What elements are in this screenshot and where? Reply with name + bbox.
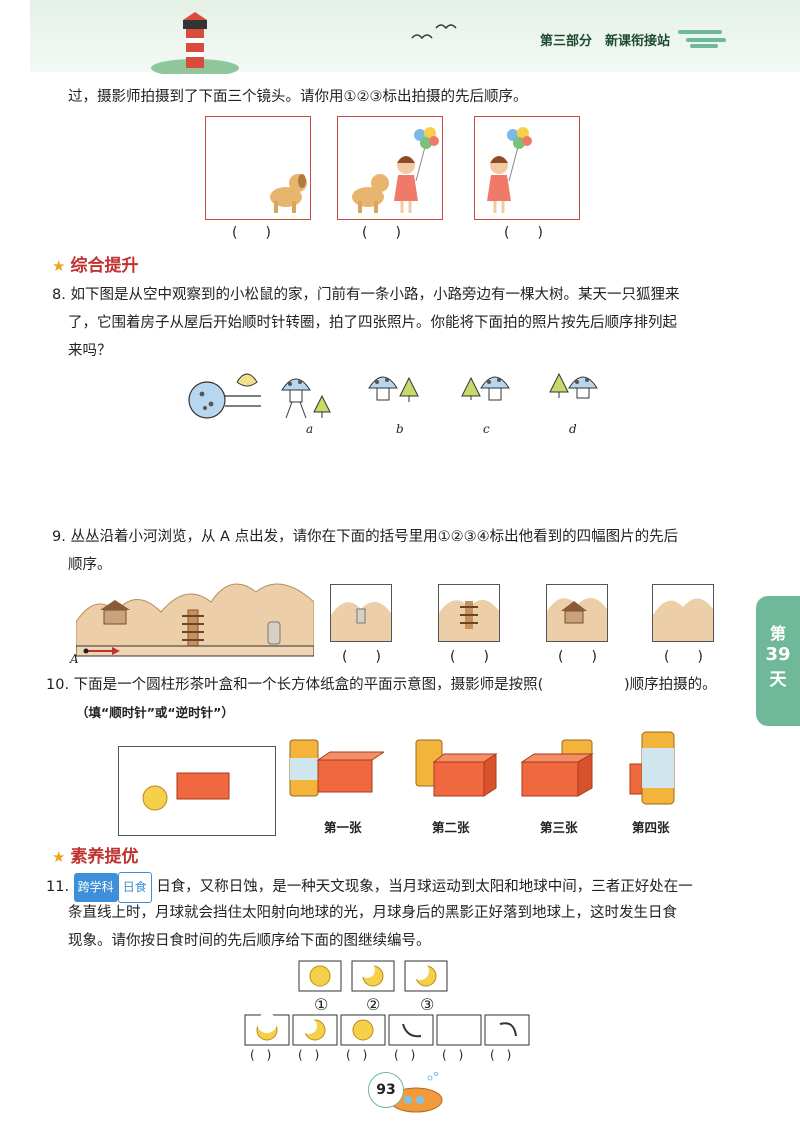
q10-photo-2 <box>415 739 498 797</box>
header-section: 第三部分 <box>540 34 593 49</box>
q9-photo-2 <box>438 584 500 642</box>
eclipse-mark-3: ③ <box>420 995 435 1014</box>
header-deco-icon <box>678 30 726 48</box>
q10-photo-3 <box>520 739 594 797</box>
dog-icon <box>270 174 307 213</box>
q7-answer-1[interactable]: ( ) <box>232 225 271 241</box>
q9-answer-3[interactable]: ( ) <box>558 649 597 665</box>
q8-label-d: d <box>569 422 577 436</box>
q11-answer-2[interactable]: ( ) <box>298 1048 320 1062</box>
q9-line-2: 顺序。 <box>68 557 112 573</box>
q11-answer-4[interactable]: ( ) <box>394 1048 416 1062</box>
q10-line-1a: 10. 下面是一个圆柱形茶叶盒和一个长方体纸盒的平面示意图，摄影师是按照( <box>46 677 544 693</box>
q10-line-1b: )顺序拍摄的。 <box>624 677 717 693</box>
day-side-tab: 第 39 天 <box>756 596 800 726</box>
star-icon: ★ <box>52 257 66 275</box>
lighthouse-icon <box>151 12 239 74</box>
section-title-2: ★ 素养提优 <box>52 847 139 867</box>
girl-balloons-icon <box>487 127 532 213</box>
q10-photo-1 <box>289 739 384 797</box>
header-title: 新课衔接站 <box>605 34 671 49</box>
q10-caption-4: 第四张 <box>632 820 670 835</box>
q9-photo-4 <box>652 584 714 642</box>
girl-dog-icon <box>352 127 439 213</box>
q7-photo-1 <box>205 116 311 220</box>
q11-answer-3[interactable]: ( ) <box>346 1048 368 1062</box>
section-title-1: ★ 综合提升 <box>52 256 139 276</box>
q10-caption-2: 第二张 <box>432 820 470 835</box>
eclipse-top-row <box>298 960 448 992</box>
q8-label-a: a <box>306 422 314 436</box>
q10-line-2: （填“顺时针”或“逆时针”） <box>76 705 234 720</box>
eclipse-bottom-row <box>244 1014 530 1046</box>
mountain-pavilion-icon <box>547 597 607 641</box>
aerial-view-icon <box>188 373 261 419</box>
q9-photo-1 <box>330 584 392 642</box>
q9-answer-1[interactable]: ( ) <box>342 649 381 665</box>
q9-answer-4[interactable]: ( ) <box>664 649 703 665</box>
photo-b-icon <box>368 376 419 402</box>
mountain-pagoda-icon <box>439 599 499 641</box>
birds-icon <box>411 24 457 40</box>
river-panorama <box>76 583 314 657</box>
q7-text: 过，摄影师拍摄到了下面三个镜头。请你用①②③标出拍摄的先后顺序。 <box>68 89 528 105</box>
q10-plan-view <box>118 746 276 836</box>
q8-line-2: 了，它围着房子从屋后开始顺时针转圈，拍了四张照片。你能将下面拍的照片按先后顺序排… <box>68 315 677 331</box>
page-number: 93 <box>368 1072 404 1108</box>
mountain-icon <box>653 598 713 641</box>
q10-caption-1: 第一张 <box>324 820 362 835</box>
q8-label-b: b <box>396 422 404 436</box>
mountain-stele-icon <box>331 601 391 641</box>
q7-answer-3[interactable]: ( ) <box>504 225 543 241</box>
q10-caption-3: 第三张 <box>540 820 578 835</box>
q8-line-1: 8. 如下图是从空中观察到的小松鼠的家，门前有一条小路，小路旁边有一棵大树。某天… <box>52 287 680 303</box>
q9-line-1: 9. 丛丛沿着小河浏览，从 A 点出发，请你在下面的括号里用①②③④标出他看到的… <box>52 529 679 545</box>
q8-label-c: c <box>483 422 490 436</box>
q11-answer-6[interactable]: ( ) <box>490 1048 512 1062</box>
photo-d-icon <box>549 372 598 399</box>
plan-view-icon <box>142 772 230 811</box>
q8-figures <box>188 372 598 419</box>
q7-answer-2[interactable]: ( ) <box>362 225 401 241</box>
tag-interdisciplinary: 跨学科 <box>73 873 118 902</box>
q8-line-3: 来吗？ <box>68 343 112 359</box>
photo-a-icon <box>281 378 331 419</box>
q11-line-1: 11. 跨学科日食 日食，又称日蚀，是一种天文现象，当月球运动到太阳和地球中间，… <box>46 872 693 903</box>
q7-photo-2 <box>337 116 443 220</box>
q9-point-a: A <box>70 652 79 666</box>
q11-answer-1[interactable]: ( ) <box>250 1048 272 1062</box>
eclipse-mark-1: ① <box>314 995 329 1014</box>
q11-line-2: 条直线上时，月球就会挡住太阳射向地球的光，月球身后的黑影正好落到地球上，这时发生… <box>68 905 677 921</box>
star-icon: ★ <box>52 848 66 866</box>
q7-photo-3 <box>474 116 580 220</box>
q9-photo-3 <box>546 584 608 642</box>
photo-c-icon <box>461 376 510 401</box>
q10-photo-4 <box>629 731 675 805</box>
q11-line-3: 现象。请你按日食时间的先后顺序给下面的图继续编号。 <box>68 933 431 949</box>
tag-eclipse: 日食 <box>117 872 152 903</box>
eclipse-mark-2: ② <box>366 995 381 1014</box>
q11-answer-5[interactable]: ( ) <box>442 1048 464 1062</box>
q9-answer-2[interactable]: ( ) <box>450 649 489 665</box>
